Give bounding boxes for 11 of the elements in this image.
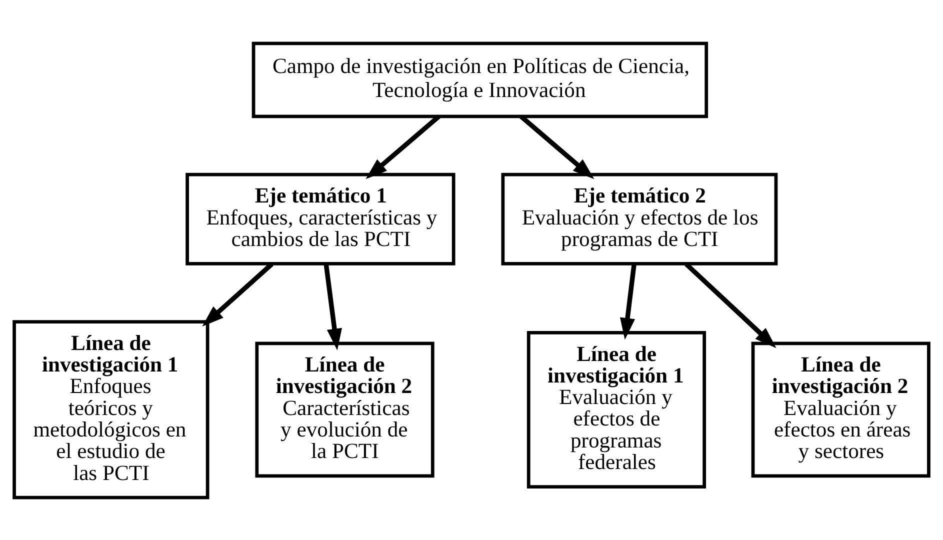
arrow	[324, 263, 342, 350]
arrow	[366, 114, 440, 179]
node-box: Campo de investigación en Políticas de Ciencia, Tecnología e Innovación	[252, 41, 708, 118]
node-box: Eje temático 2 Evaluación y efectos de los programas de CTI	[501, 172, 778, 265]
node-box: Línea de investigación 1 Enfoques teóricos y metodológicos en el estudio de las PCTI	[12, 320, 210, 499]
node-box: Eje temático 1 Enfoques, características y cambios de las PCTI	[186, 172, 456, 265]
arrow	[620, 263, 636, 340]
node-box: Línea de investigación 1 Evaluación y efectos de programas federales	[526, 330, 706, 488]
arrow	[520, 114, 594, 179]
node-box: Línea de investigación 2 Características y evolución de la PCTI	[255, 341, 434, 478]
node-box: Línea de investigación 2 Evaluación y efectos en áreas y sectores	[751, 341, 930, 478]
